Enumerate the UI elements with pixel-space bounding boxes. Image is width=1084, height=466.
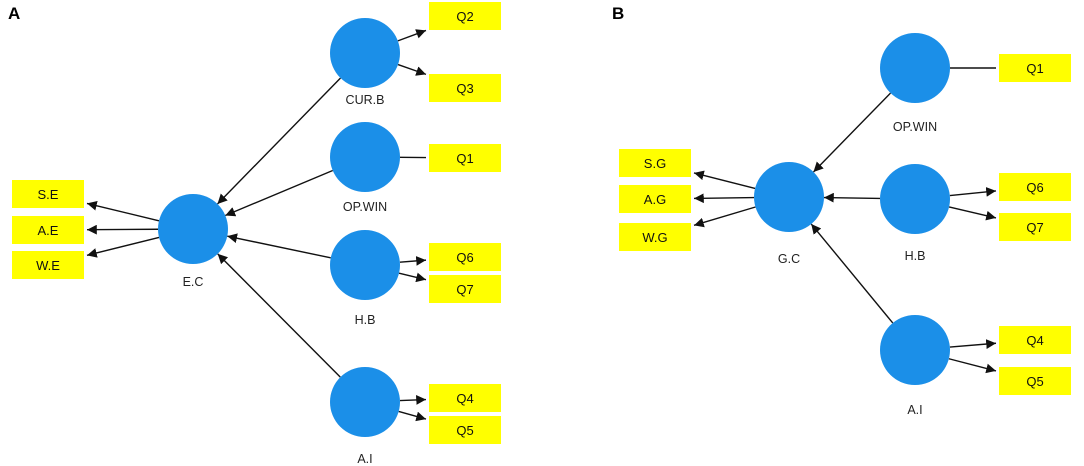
indicator-label-we: W.E <box>36 258 60 273</box>
indicator-label-sg: S.G <box>644 156 666 171</box>
edge-gc-to-sg <box>693 170 756 190</box>
edge-hb-to-q6 <box>949 186 997 197</box>
indicator-box-q6 <box>429 243 501 271</box>
indicator-label-q4: Q4 <box>456 391 473 406</box>
latent-node-opwin <box>880 33 950 103</box>
edge-ec-to-we <box>86 236 160 258</box>
latent-node-ai <box>330 367 400 437</box>
edge-opwin-to-gc <box>812 92 892 173</box>
latent-node-hb <box>880 164 950 234</box>
panel-a-letter: A <box>8 4 21 23</box>
indicator-label-wg: W.G <box>642 230 667 245</box>
indicator-label-ag: A.G <box>644 192 666 207</box>
indicator-label-q1: Q1 <box>456 151 473 166</box>
indicator-label-ae: A.E <box>38 223 59 238</box>
indicator-label-q6: Q6 <box>456 250 473 265</box>
latent-node-hb <box>330 230 400 300</box>
latent-label-ec: E.C <box>183 275 204 289</box>
edge-hb-to-ec <box>227 233 331 259</box>
edge-ai-to-gc <box>810 223 894 324</box>
edge-hb-to-q6 <box>399 256 427 266</box>
indicator-label-q7: Q7 <box>1026 220 1043 235</box>
indicator-box-sg <box>619 149 691 177</box>
indicator-label-q5: Q5 <box>456 423 473 438</box>
indicator-label-q6: Q6 <box>1026 180 1043 195</box>
edge-curb-to-q3 <box>397 63 427 76</box>
latent-label-curb: CUR.B <box>346 93 385 107</box>
latent-node-curb <box>330 18 400 88</box>
indicator-label-q7: Q7 <box>456 282 473 297</box>
indicator-label-q2: Q2 <box>456 9 473 24</box>
edge-ai-to-ec <box>217 253 341 378</box>
indicator-box-se <box>12 180 84 208</box>
indicator-label-se: S.E <box>38 187 59 202</box>
latent-node-opwin <box>330 122 400 192</box>
latent-node-ai <box>880 315 950 385</box>
indicator-box-q4 <box>999 326 1071 354</box>
edge-ai-to-q5 <box>948 358 997 374</box>
edge-ec-to-se <box>86 200 160 222</box>
latent-node-gc <box>754 162 824 232</box>
latent-label-opwin: OP.WIN <box>893 120 937 134</box>
edge-gc-to-wg <box>693 206 756 228</box>
indicator-box-q7 <box>429 275 501 303</box>
latent-label-hb: H.B <box>905 249 926 263</box>
indicator-box-q5 <box>429 416 501 444</box>
indicator-box-ae <box>12 216 84 244</box>
indicator-label-q3: Q3 <box>456 81 473 96</box>
indicator-box-q3 <box>429 74 501 102</box>
indicator-box-q1 <box>429 144 501 172</box>
indicator-box-q1 <box>999 54 1071 82</box>
indicator-box-q6 <box>999 173 1071 201</box>
indicator-label-q1: Q1 <box>1026 61 1043 76</box>
edge-gc-to-ag <box>693 193 755 204</box>
indicator-box-q2 <box>429 2 501 30</box>
indicator-label-q5: Q5 <box>1026 374 1043 389</box>
indicator-box-we <box>12 251 84 279</box>
edge-opwin-to-ec <box>225 169 333 217</box>
edge-ai-to-q5 <box>398 410 427 422</box>
indicator-box-wg <box>619 223 691 251</box>
latent-label-gc: G.C <box>778 252 800 266</box>
edge-curb-to-q2 <box>397 29 427 42</box>
edge-hb-to-q7 <box>948 206 997 221</box>
latent-label-hb: H.B <box>355 313 376 327</box>
edge-ai-to-q4 <box>949 339 997 349</box>
indicator-box-q4 <box>429 384 501 412</box>
indicator-box-q5 <box>999 367 1071 395</box>
panel-b-letter: B <box>612 4 625 23</box>
edge-ai-to-q4 <box>399 395 427 405</box>
edge-hb-to-gc <box>823 192 881 203</box>
indicator-box-q7 <box>999 213 1071 241</box>
latent-label-opwin: OP.WIN <box>343 200 387 214</box>
latent-label-ai: A.I <box>357 452 372 466</box>
latent-node-ec <box>158 194 228 264</box>
indicator-label-q4: Q4 <box>1026 333 1043 348</box>
latent-label-ai: A.I <box>907 403 922 417</box>
indicator-box-ag <box>619 185 691 213</box>
edge-curb-to-ec <box>216 77 342 205</box>
edge-hb-to-q7 <box>398 272 427 283</box>
